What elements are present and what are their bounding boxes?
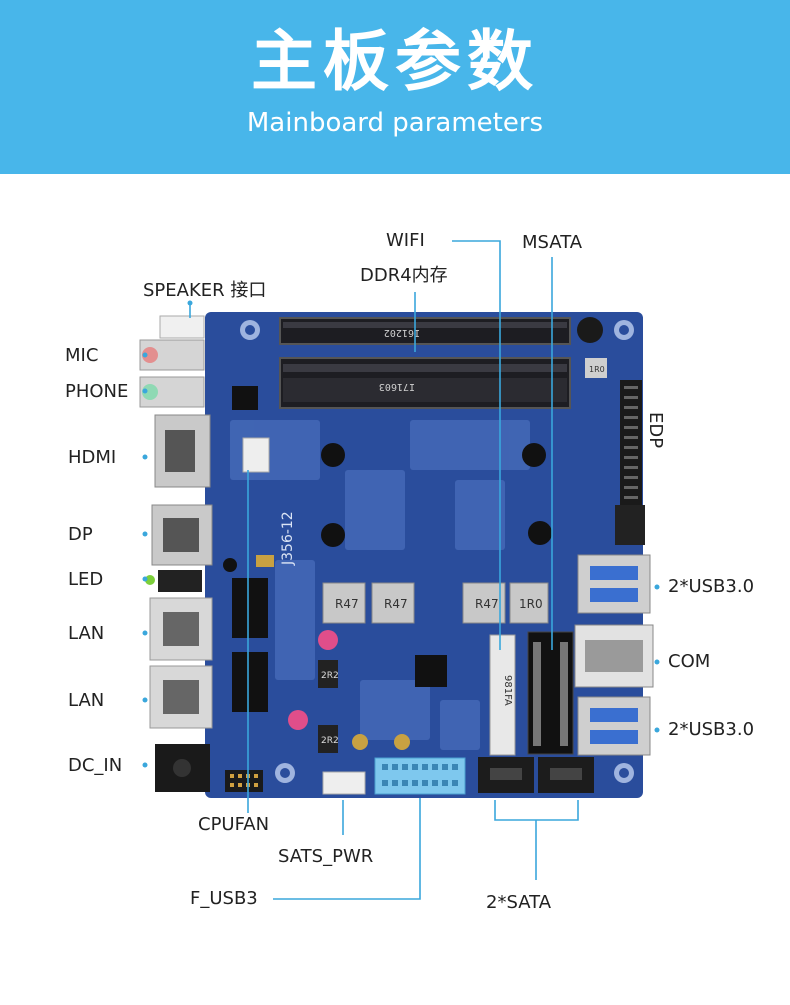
- label-lan-2: LAN: [68, 690, 105, 711]
- label-ddr4: DDR4内存: [360, 265, 448, 286]
- label-mic: MIC: [65, 345, 99, 366]
- capacitor-gold-b: [394, 734, 410, 750]
- inductor-c-code: R47: [475, 597, 499, 611]
- leader-dots: [142, 300, 660, 768]
- label-usb3-bottom: 2*USB3.0: [668, 719, 755, 740]
- banner-title: 主板参数: [251, 23, 539, 100]
- chip-a-code: 2R2: [321, 671, 339, 681]
- header-banner: 主板参数 Mainboard parameters: [0, 0, 790, 174]
- chip-2r2-a: [318, 660, 338, 688]
- label-led: LED: [68, 569, 104, 590]
- ram-bottom-code: I71603: [379, 381, 415, 392]
- buzzer: [577, 317, 603, 343]
- sata-power-connector: [322, 771, 366, 795]
- label-dc-in: DC_IN: [68, 755, 123, 776]
- label-dp: DP: [68, 524, 93, 545]
- chip-2r2-b: [318, 725, 338, 753]
- label-cpufan: CPUFAN: [198, 814, 270, 835]
- inductor-top-right-code: 1R0: [589, 365, 605, 374]
- chip-b-code: 2R2: [321, 736, 339, 746]
- inductor-a-code: R47: [335, 597, 359, 611]
- sata-port-a-slot: [490, 768, 522, 780]
- label-hdmi: HDMI: [68, 447, 117, 468]
- capacitor-gold-a: [352, 734, 368, 750]
- m2-wifi-slot: [489, 634, 516, 756]
- label-msata: MSATA: [522, 232, 583, 253]
- label-lan-1: LAN: [68, 623, 105, 644]
- label-com: COM: [668, 651, 711, 672]
- wifi-leader: [452, 240, 501, 650]
- banner-subtitle: Mainboard parameters: [246, 108, 544, 138]
- ic-chips: [232, 386, 447, 712]
- ddr4-slots: [279, 317, 571, 409]
- label-phone: PHONE: [65, 381, 129, 402]
- edp-connector: [620, 380, 642, 505]
- label-sats-pwr: SATS_PWR: [278, 846, 374, 867]
- capacitor-pink-b: [288, 710, 308, 730]
- label-speaker: SPEAKER 接口: [143, 280, 267, 301]
- f-usb3-header: [374, 757, 466, 795]
- label-usb3-top: 2*USB3.0: [668, 576, 755, 597]
- f-usb3-leader: [273, 798, 421, 900]
- mounting-holes: [240, 320, 634, 783]
- inductor-b-code: R47: [384, 597, 408, 611]
- sata-bracket: [494, 800, 579, 821]
- cpufan-header: [225, 770, 263, 792]
- msata-pins: [533, 642, 568, 746]
- edp-pins: [624, 386, 638, 499]
- inductor-d-code: 1R0: [519, 597, 543, 611]
- left-ports: [139, 315, 213, 792]
- label-edp: EDP: [645, 412, 666, 449]
- led-indicator: [223, 558, 237, 572]
- sata-port-b-slot: [550, 768, 582, 780]
- label-sata: 2*SATA: [486, 892, 552, 913]
- white-header: [242, 437, 270, 473]
- label-f-usb3: F_USB3: [190, 888, 258, 909]
- inductor-top-right: [585, 358, 607, 378]
- pcb-traces: [230, 420, 530, 750]
- label-wifi: WIFI: [386, 230, 425, 251]
- inductors: [322, 582, 549, 624]
- right-ports: [574, 505, 654, 756]
- ram-top-code: I61202: [384, 327, 420, 338]
- silk-model: J356-12: [280, 511, 296, 566]
- m2-slot-code: 981FA: [502, 675, 513, 706]
- crystal: [256, 555, 274, 567]
- f-usb3-pins: [382, 764, 458, 786]
- heatsink-standoffs: [321, 443, 552, 547]
- capacitor-pink-a: [318, 630, 338, 650]
- leader-lines: [189, 240, 579, 900]
